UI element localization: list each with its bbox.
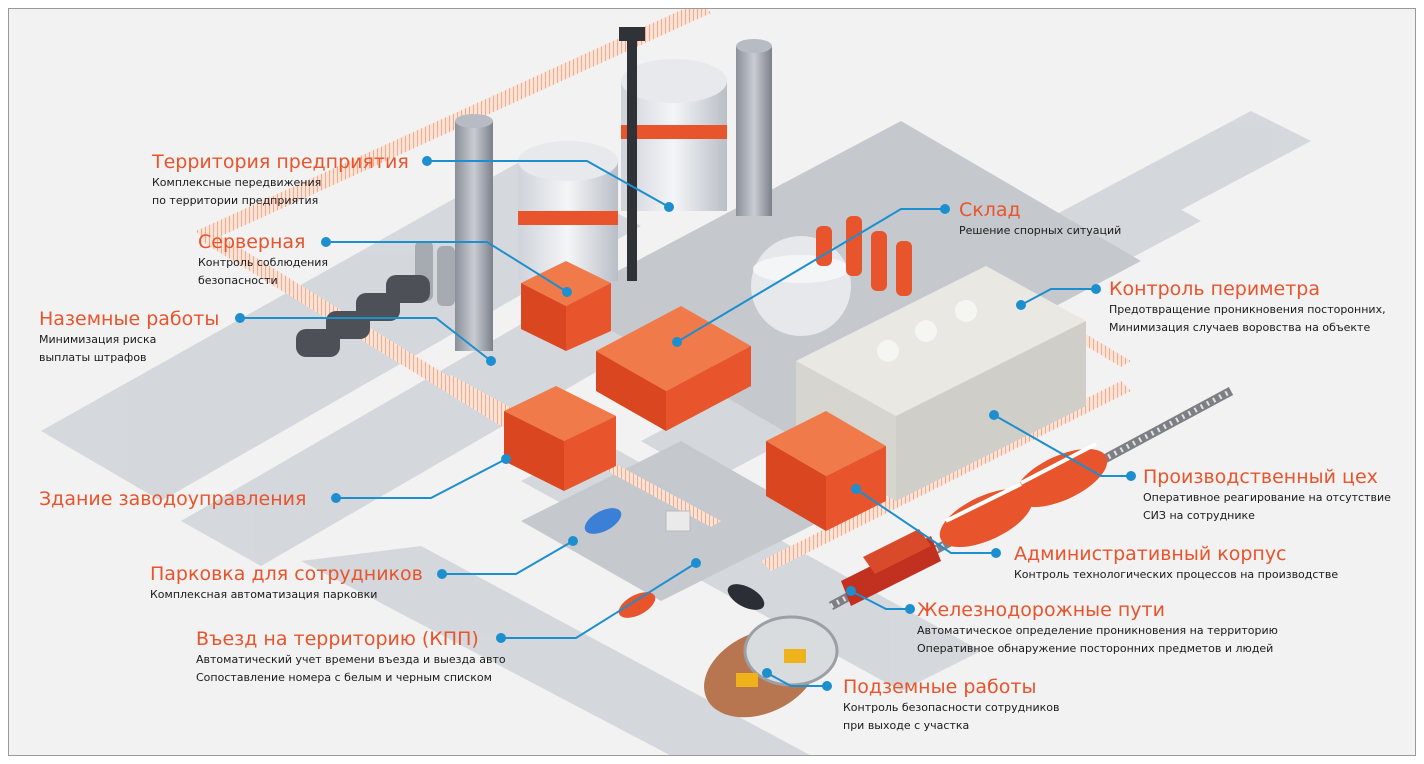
- callout-line: Решение спорных ситуаций: [959, 224, 1122, 237]
- callout-parking: Парковка для сотрудников Комплексная авт…: [150, 562, 423, 604]
- callout-title: Парковка для сотрудников: [150, 563, 423, 585]
- callout-title: Подземные работы: [843, 676, 1037, 698]
- callout-line: Минимизация случаев воровства на объекте: [1109, 321, 1371, 334]
- callout-title: Административный корпус: [1014, 543, 1287, 565]
- callout-server: Серверная Контроль соблюдения безопасност…: [198, 230, 328, 290]
- callout-perimeter: Контроль периметра Предотвращение проник…: [1109, 277, 1386, 337]
- callout-title: Склад: [959, 199, 1021, 221]
- vehicles: [584, 508, 765, 618]
- callout-line: Комплексная автоматизация парковки: [150, 588, 378, 601]
- callout-line: выплаты штрафов: [39, 351, 147, 364]
- callout-line: Оперативное реагирование на отсутствие: [1143, 491, 1391, 504]
- callout-title: Въезд на территорию (КПП): [196, 628, 479, 650]
- factory-illustration: [41, 9, 1311, 755]
- orange-reactors: [816, 216, 912, 296]
- callout-line: Оперативное обнаружение посторонних пред…: [917, 642, 1274, 655]
- callout-line: Сопоставление номера с белым и черным сп…: [196, 671, 492, 684]
- callout-line: безопасности: [198, 274, 278, 287]
- callout-title: Территория предприятия: [152, 151, 409, 173]
- columns: [455, 27, 772, 351]
- callout-line: СИЗ на сотруднике: [1143, 509, 1255, 522]
- callout-underground: Подземные работы Контроль безопасности с…: [843, 675, 1059, 735]
- callout-line: Контроль технологических процессов на пр…: [1014, 568, 1339, 581]
- callout-territory: Территория предприятия Комплексные перед…: [152, 150, 409, 210]
- callout-warehouse: Склад Решение спорных ситуаций: [959, 198, 1121, 240]
- callout-line: Контроль соблюдения: [198, 256, 329, 269]
- callout-title: Здание заводоуправления: [39, 488, 307, 510]
- connector-dots: [235, 156, 1136, 691]
- callout-line: по территории предприятия: [152, 194, 319, 207]
- callout-line: Автоматическое определение проникновения…: [917, 624, 1278, 637]
- tunnel: [704, 615, 839, 718]
- train: [841, 442, 1108, 606]
- diagram-frame: Территория предприятия Комплексные перед…: [8, 8, 1416, 756]
- callout-title: Железнодорожные пути: [917, 599, 1165, 621]
- callout-title: Серверная: [198, 231, 306, 253]
- storage-tanks: [518, 59, 851, 336]
- callout-line: при выходе с участка: [843, 719, 970, 732]
- callout-factory-admin: Здание заводоуправления: [39, 487, 306, 511]
- callout-title: Производственный цех: [1143, 466, 1378, 488]
- connector-lines: [240, 160, 1131, 687]
- callout-checkpoint: Въезд на территорию (КПП) Автоматический…: [196, 627, 506, 687]
- callout-admin-building: Административный корпус Контроль техноло…: [1014, 542, 1338, 584]
- callout-line: Минимизация риска: [39, 333, 157, 346]
- callout-line: Комплексные передвижения: [152, 176, 322, 189]
- callout-line: Автоматический учет времени въезда и вые…: [196, 653, 506, 666]
- callout-line: Контроль безопасности сотрудников: [843, 701, 1060, 714]
- callout-groundworks: Наземные работы Минимизация риска выплаты…: [39, 307, 219, 367]
- callout-line: Предотвращение проникновения посторонних…: [1109, 303, 1386, 316]
- callout-railway: Железнодорожные пути Автоматическое опре…: [917, 598, 1278, 658]
- callout-title: Наземные работы: [39, 308, 220, 330]
- callout-workshop: Производственный цех Оперативное реагиро…: [1143, 465, 1391, 525]
- callout-title: Контроль периметра: [1109, 278, 1320, 300]
